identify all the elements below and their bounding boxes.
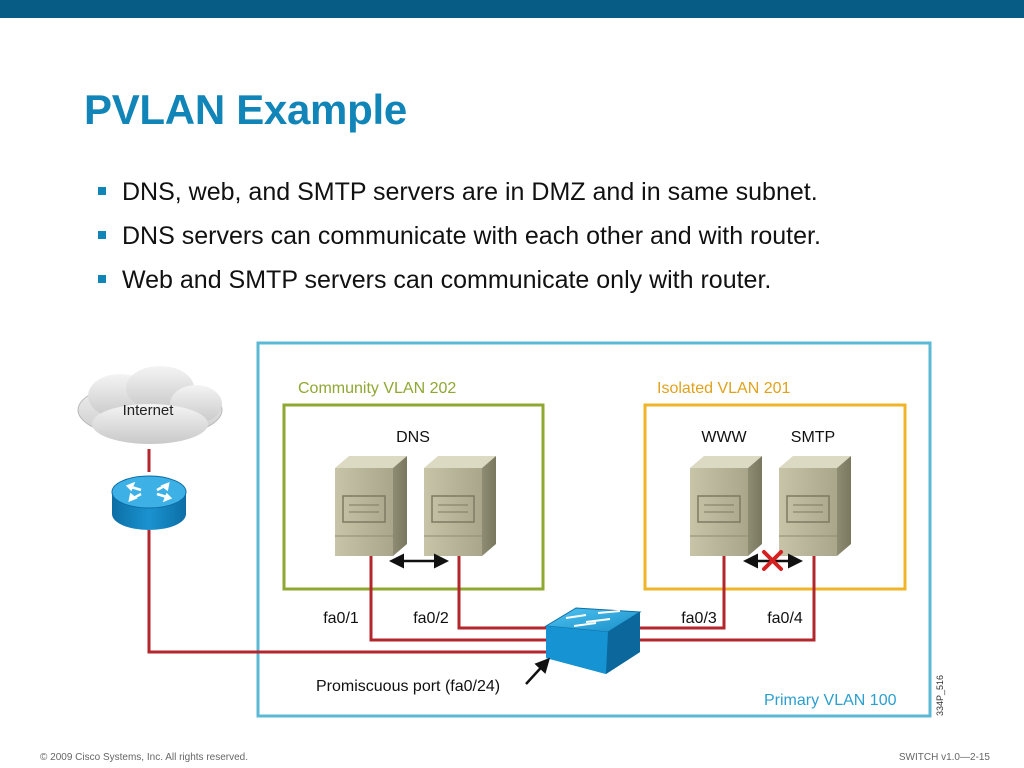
port-fa02-label: fa0/2: [413, 610, 449, 627]
dns2-link: [457, 555, 552, 630]
top-banner: [0, 0, 1024, 18]
isolated-vlan-label: Isolated VLAN 201: [657, 380, 791, 397]
smtp-label: SMTP: [791, 429, 835, 446]
bullet-item: DNS servers can communicate with each ot…: [96, 219, 821, 263]
promiscuous-port-label: Promiscuous port (fa0/24): [316, 678, 500, 695]
bullet-text: DNS servers can communicate with each ot…: [122, 222, 821, 250]
network-links: [147, 449, 816, 654]
bullet-marker-icon: [98, 231, 106, 239]
bullet-text: Web and SMTP servers can communicate onl…: [122, 266, 772, 294]
dns-server-1-icon: [335, 456, 407, 556]
bullet-marker-icon: [98, 275, 106, 283]
slide-title: PVLAN Example: [84, 86, 407, 133]
port-fa04-label: fa0/4: [767, 610, 803, 627]
figure-id-label: 334P_516: [935, 675, 945, 716]
footer-copyright: © 2009 Cisco Systems, Inc. All rights re…: [40, 752, 249, 763]
www-label: WWW: [701, 429, 747, 446]
internet-label: Internet: [123, 402, 175, 419]
internet-cloud-icon: [77, 366, 223, 444]
dns-server-2-icon: [424, 456, 496, 556]
primary-vlan-box: [256, 341, 932, 718]
router-switch-link: [147, 530, 552, 654]
bullet-marker-icon: [98, 187, 106, 195]
community-vlan-label: Community VLAN 202: [298, 380, 456, 397]
promiscuous-pointer-arrow-icon: [525, 657, 551, 685]
bullet-item: DNS, web, and SMTP servers are in DMZ an…: [96, 175, 821, 219]
bullet-text: DNS, web, and SMTP servers are in DMZ an…: [122, 178, 818, 206]
footer-course-id: SWITCH v1.0—2-15: [898, 752, 990, 763]
router-icon: [111, 475, 187, 530]
bullet-item: Web and SMTP servers can communicate onl…: [96, 263, 821, 307]
smtp-link: [632, 555, 816, 642]
port-fa01-label: fa0/1: [323, 610, 359, 627]
port-fa03-label: fa0/3: [681, 610, 717, 627]
community-vlan-box: [282, 403, 545, 591]
dns-label: DNS: [396, 429, 430, 446]
primary-vlan-label: Primary VLAN 100: [764, 692, 897, 709]
www-link: [632, 555, 726, 630]
blocked-x-icon: [762, 550, 783, 571]
bullet-list: DNS, web, and SMTP servers are in DMZ an…: [96, 175, 821, 307]
smtp-server-icon: [779, 456, 851, 556]
www-server-icon: [690, 456, 762, 556]
isolated-vlan-box: [643, 403, 907, 591]
dns1-link: [369, 555, 552, 642]
switch-icon: [544, 607, 642, 674]
